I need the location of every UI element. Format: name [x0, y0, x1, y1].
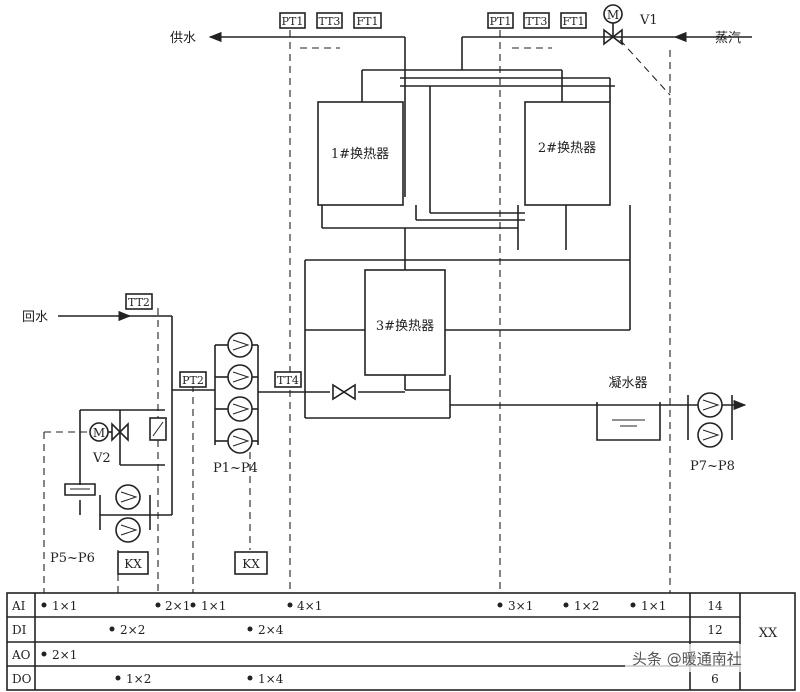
heat-exchanger-3: 3#换热器 — [364, 269, 446, 376]
do-cell: 1×2 — [126, 672, 151, 686]
ao-cell: 2×1 — [52, 648, 77, 662]
ai-cell: 4×1 — [297, 599, 322, 613]
kx-box-2: KX — [234, 551, 268, 575]
supply-water-label: 供水 — [170, 31, 196, 46]
ai-cell: 1×1 — [641, 599, 666, 613]
row-do: DO — [12, 672, 32, 686]
total-ai: 14 — [707, 599, 723, 613]
pump-p4 — [215, 428, 258, 454]
piping — [58, 31, 752, 530]
svg-text:PT2: PT2 — [182, 374, 204, 387]
row-di: DI — [12, 623, 27, 637]
station-name: XX — [759, 626, 778, 641]
motor-symbol-v1: M — [607, 8, 619, 22]
v1-label: V1 — [639, 13, 658, 28]
tag-tt4: TT4 — [274, 371, 302, 388]
heat-exchanger-2: 2#换热器 — [524, 101, 611, 206]
svg-text:FT1: FT1 — [563, 15, 585, 28]
svg-text:TT3: TT3 — [319, 15, 341, 28]
tag-tt3-steam: TT3 — [523, 12, 550, 29]
tag-pt1-supply: PT1 — [279, 12, 306, 29]
kx-label-2: KX — [242, 557, 260, 571]
pump-p8 — [697, 422, 723, 448]
kx-label-1: KX — [124, 557, 142, 571]
watermark-text: 头条 @暖通南社 — [632, 650, 742, 668]
ai-cell: 2×1 — [165, 599, 190, 613]
pump-group-p7-p8: P7~P8 — [690, 392, 735, 474]
tag-ft1-supply: FT1 — [353, 12, 382, 29]
svg-text:FT1: FT1 — [357, 15, 379, 28]
svg-text:PT1: PT1 — [282, 15, 304, 28]
p1-p4-label: P1~P4 — [213, 461, 258, 476]
steam-label: 蒸汽 — [715, 31, 741, 46]
signal-lines — [43, 30, 671, 658]
manual-valve — [332, 383, 356, 401]
tag-tt2-return: TT2 — [125, 293, 153, 310]
pump-p5 — [115, 484, 141, 510]
tag-tt3-supply: TT3 — [316, 12, 343, 29]
total-di: 12 — [707, 623, 722, 637]
pump-p1 — [215, 332, 258, 358]
tag-pt2: PT2 — [179, 371, 207, 388]
tag-pt1-steam: PT1 — [487, 12, 514, 29]
io-table: AI DI AO DO 1×1 2×1 1×1 4×1 3×1 1×2 1×1 … — [6, 592, 796, 691]
v2-label: V2 — [92, 451, 111, 466]
total-do: 6 — [711, 672, 719, 686]
p7-p8-label: P7~P8 — [690, 459, 735, 474]
watermark: 头条 @暖通南社 — [625, 644, 793, 672]
valve-v1: M V1 — [603, 4, 658, 46]
ai-cell: 1×1 — [201, 599, 226, 613]
svg-text:TT4: TT4 — [277, 374, 299, 387]
do-cell: 1×4 — [258, 672, 284, 686]
row-ai: AI — [11, 599, 26, 613]
heat-exchanger-1: 1#换热器 — [317, 101, 404, 206]
pump-p3 — [215, 396, 258, 422]
ai-cell: 3×1 — [508, 599, 533, 613]
pump-p7 — [697, 392, 723, 418]
kx-box-1: KX — [117, 551, 149, 575]
condenser-label: 凝水器 — [608, 375, 647, 391]
motor-symbol-v2: M — [93, 426, 105, 440]
ai-cell: 1×1 — [52, 599, 77, 613]
condenser-tank: 凝水器 — [596, 375, 661, 441]
pump-group-p5-p6: P5~P6 — [50, 484, 141, 566]
ai-cell: 1×2 — [574, 599, 599, 613]
pump-p6 — [115, 517, 141, 543]
p5-p6-label: P5~P6 — [50, 551, 95, 566]
pump-group-p1-p4: P1~P4 — [213, 332, 258, 476]
instrument-tags: PT1 TT3 FT1 PT1 TT3 FT1 TT2 PT2 TT4 — [125, 12, 587, 388]
filter-element — [149, 417, 167, 441]
svg-text:TT3: TT3 — [526, 15, 548, 28]
pump-p2 — [215, 364, 258, 390]
makeup-tank — [64, 483, 96, 496]
svg-text:TT2: TT2 — [128, 296, 150, 309]
svg-text:PT1: PT1 — [490, 15, 512, 28]
row-ao: AO — [11, 648, 31, 662]
tag-ft3-steam: FT1 — [560, 12, 587, 29]
return-water-label: 回水 — [22, 310, 48, 325]
hx3-label: 3#换热器 — [376, 319, 434, 334]
hx1-label: 1#换热器 — [331, 147, 389, 162]
valve-v2: M V2 — [89, 422, 129, 466]
di-cell: 2×4 — [258, 623, 284, 637]
di-cell: 2×2 — [120, 623, 145, 637]
hx2-label: 2#换热器 — [538, 141, 596, 156]
